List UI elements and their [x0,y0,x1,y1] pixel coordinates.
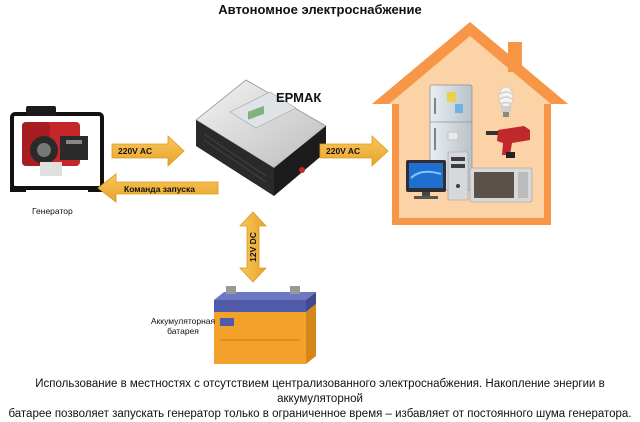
battery-label-line2: батарея [167,326,199,336]
battery-label: Аккумуляторная батарея [148,316,218,336]
generator-icon [10,106,104,192]
diagram-canvas: Автономное электроснабжение ЕРМАК Генера… [8,2,631,420]
arrow-start-command [97,173,219,203]
arrow-battery [239,211,267,283]
arrow-gen-to-device-label: 220V AC [118,146,153,156]
caption: Использование в местностях с отсутствием… [0,377,640,422]
arrow-start-command-label: Команда запуска [124,184,195,194]
diagram-graphics [10,22,568,364]
battery-label-line1: Аккумуляторная [150,316,216,326]
arrow-battery-label: 12V DC [248,232,258,262]
caption-line2: батарее позволяет запускать генератор то… [8,408,632,420]
generator-label: Генератор [32,206,73,216]
caption-line1: Использование в местностях с отсутствием… [35,378,605,405]
device-label: ЕРМАК [276,90,322,105]
page-title: Автономное электроснабжение [218,2,422,17]
appliances-icon [406,84,533,203]
arrow-device-to-house [319,135,389,167]
battery-icon [214,286,316,364]
inverter-device-icon [195,79,327,196]
arrow-device-to-house-label: 220V AC [326,146,361,156]
arrow-gen-to-device [111,135,185,167]
